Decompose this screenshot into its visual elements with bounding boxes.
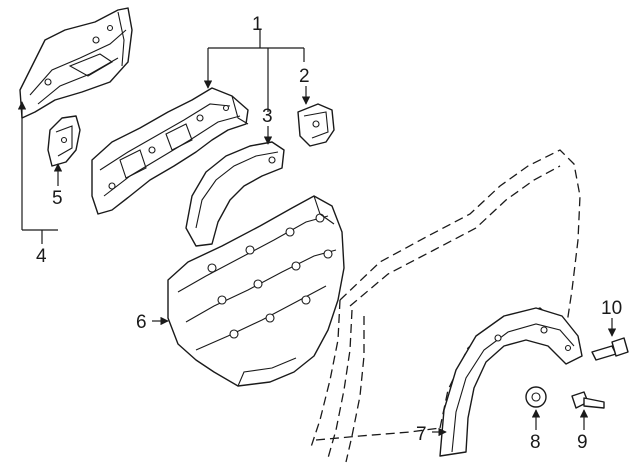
callout-7: 7 xyxy=(416,424,427,445)
part-3-wheelhouse-arch xyxy=(185,141,285,247)
callout-2: 2 xyxy=(299,66,310,87)
callout-3: 3 xyxy=(262,106,273,127)
callout-6: 6 xyxy=(136,312,147,333)
part-9-clip xyxy=(571,391,605,409)
part-7-wheel-liner xyxy=(439,307,583,457)
part-1-quarter-inner-panel xyxy=(91,87,249,215)
callout-4: 4 xyxy=(36,246,47,267)
callout-9: 9 xyxy=(577,432,588,453)
part-6-quarter-inner-panel xyxy=(167,195,345,387)
part-5-bracket xyxy=(47,115,81,167)
callout-8: 8 xyxy=(530,432,541,453)
callout-1: 1 xyxy=(252,14,263,35)
leader-lines xyxy=(17,30,617,437)
part-4-inner-reinforcement xyxy=(19,7,133,119)
part-10-bolt xyxy=(591,337,629,361)
callout-5: 5 xyxy=(52,188,63,209)
callout-10: 10 xyxy=(601,298,622,319)
part-2-gusset xyxy=(297,103,335,147)
part-8-nut xyxy=(525,386,547,408)
